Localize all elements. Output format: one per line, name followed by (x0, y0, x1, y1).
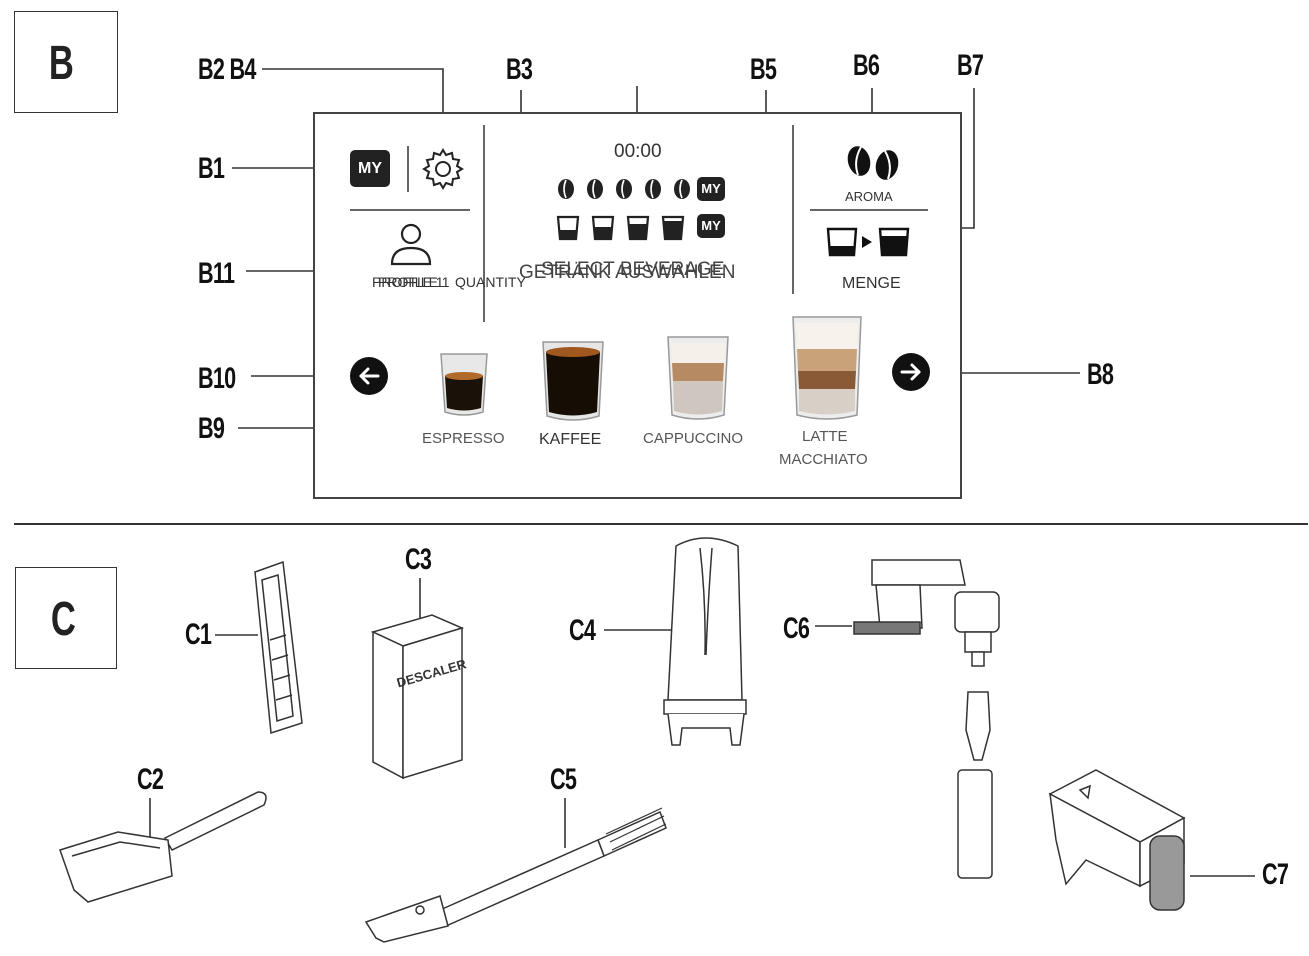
cappuccino-cup-image[interactable] (666, 333, 730, 423)
quantity-label: QUANTITY (455, 274, 526, 290)
callout-b1: B1 (198, 152, 225, 185)
user-icon[interactable] (386, 222, 436, 266)
callout-b6: B6 (853, 49, 880, 82)
callout-c7: C7 (1262, 858, 1289, 891)
callout-b7: B7 (957, 49, 984, 82)
espresso-cup-image[interactable] (438, 350, 490, 418)
callout-b11: B11 (198, 257, 235, 290)
section-c-box (15, 567, 117, 669)
aroma-my-badge[interactable]: MY (697, 177, 725, 201)
cleaning-brush-drawing (364, 810, 667, 943)
callout-b8: B8 (1087, 358, 1114, 391)
arrow-right-icon (900, 363, 921, 381)
callout-b5: B5 (750, 53, 777, 86)
clock-display: 00:00 (614, 141, 662, 162)
aroma-strength-selector[interactable] (556, 176, 716, 202)
beverage-label-espresso: ESPRESSO (422, 430, 505, 447)
profile-label-overlap: PROFILE 1 (378, 274, 450, 290)
beverage-label-latte: LATTE (802, 428, 848, 445)
callout-c2: C2 (137, 763, 164, 796)
milk-nozzle-drawing (853, 559, 1000, 879)
section-c-letter: C (50, 593, 76, 646)
kaffee-cup-image[interactable] (541, 338, 605, 424)
callout-c1: C1 (185, 618, 212, 651)
gear-icon[interactable] (421, 147, 465, 191)
callout-c3: C3 (405, 543, 432, 576)
heading-en: SELECT BEVERAGE (541, 259, 725, 280)
milk-lid-drawing (1048, 769, 1186, 911)
beverage-label-cappuccino: CAPPUCCINO (643, 430, 744, 447)
callout-b2-b4: B2 B4 (198, 53, 256, 86)
descaler-box-drawing (370, 614, 465, 780)
next-arrow-button[interactable] (892, 353, 930, 391)
arrow-left-icon (359, 367, 380, 385)
callout-c4: C4 (569, 614, 596, 647)
beverage-label-macchiato: MACCHIATO (779, 451, 868, 468)
callout-b9: B9 (198, 412, 225, 445)
menge-cup-icon[interactable] (826, 226, 912, 258)
aroma-beans-icon[interactable] (845, 143, 903, 183)
previous-arrow-button[interactable] (350, 357, 388, 395)
test-strip-drawing (254, 560, 303, 734)
beverage-label-kaffee: KAFFEE (539, 431, 602, 448)
callout-c6: C6 (783, 612, 810, 645)
quantity-my-badge[interactable]: MY (697, 214, 725, 238)
menge-label: MENGE (842, 275, 901, 292)
callout-b3: B3 (506, 53, 533, 86)
section-divider (14, 523, 1308, 525)
heading-de: GETRÄNK AUSWÄHLEN (519, 262, 736, 283)
water-filter-drawing (663, 537, 747, 746)
my-profile-button[interactable]: MY (350, 150, 390, 187)
profile-label: PROFILE 1 (372, 274, 444, 290)
measuring-scoop-drawing (59, 791, 267, 903)
callout-c5: C5 (550, 763, 577, 796)
section-b-box (14, 11, 118, 113)
section-b-letter: B (48, 37, 74, 90)
quantity-selector[interactable] (556, 214, 706, 242)
aroma-label: AROMA (845, 189, 893, 204)
callout-b10: B10 (198, 362, 236, 395)
display-screen (313, 112, 962, 499)
latte-macchiato-glass-image[interactable] (791, 313, 863, 423)
